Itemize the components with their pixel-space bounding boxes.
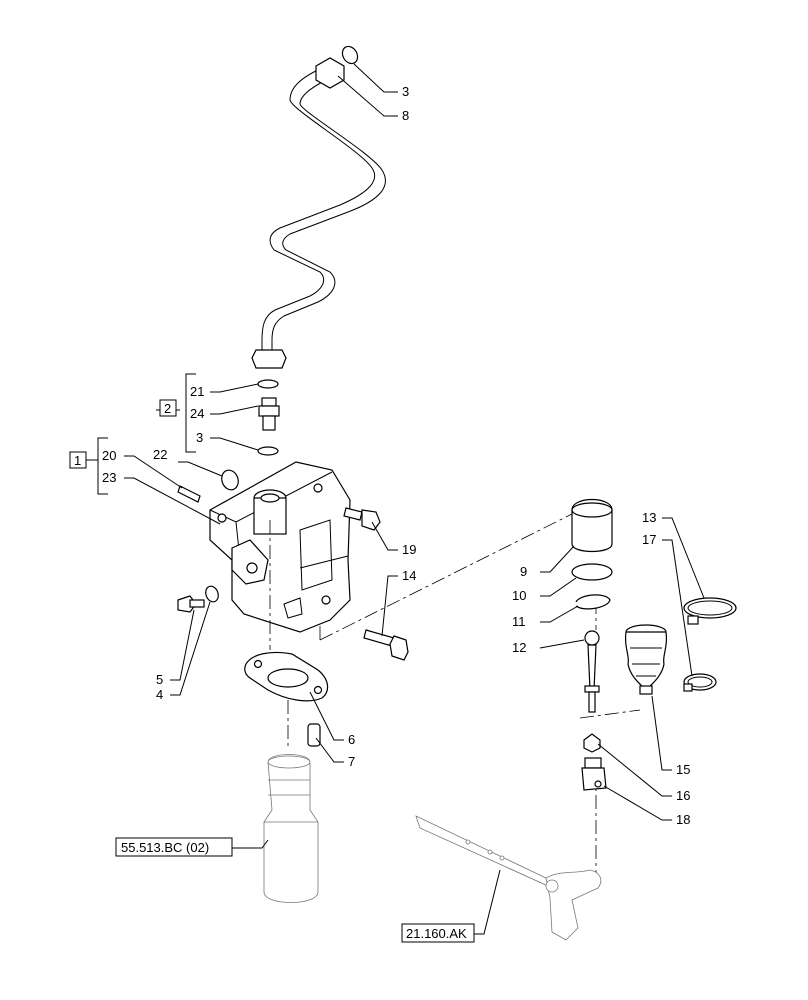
hose-clamp-13 (683, 597, 737, 625)
callout-22: 22 (153, 447, 167, 462)
ball-stud-12 (584, 630, 600, 713)
rubber-boot-15 (624, 624, 668, 695)
filter-cup-9 (571, 499, 613, 553)
o-ring-3-top (341, 45, 359, 65)
ref-label-lever[interactable]: 21.160.AK (406, 926, 467, 941)
screw-5 (177, 595, 205, 613)
group-box-1 (69, 451, 87, 469)
callout-9: 9 (520, 564, 527, 579)
o-ring-21 (257, 379, 279, 389)
hose-clamp-17 (683, 673, 717, 692)
callout-6: 6 (348, 732, 355, 747)
callout-4: 4 (156, 687, 163, 702)
group-label-1: 1 (74, 453, 81, 468)
callout-18: 18 (676, 812, 690, 827)
ref-label-cylinder[interactable]: 55.513.BC (02) (121, 840, 209, 855)
callout-5: 5 (156, 672, 163, 687)
gasket-6 (244, 651, 329, 702)
callout-19: 19 (402, 542, 416, 557)
clevis-18 (581, 757, 607, 791)
tappet-7 (307, 723, 321, 747)
callout-15: 15 (676, 762, 690, 777)
callout-7: 7 (348, 754, 355, 769)
ref-box-cylinder[interactable] (115, 837, 233, 857)
ref-box-lever[interactable] (401, 923, 475, 943)
group-box-2 (159, 399, 177, 417)
group-label-2: 2 (164, 401, 171, 416)
callout-3-top: 3 (402, 84, 409, 99)
callout-14: 14 (402, 568, 416, 583)
screw-14 (363, 629, 409, 661)
callout-20: 20 (102, 448, 116, 463)
stud-20 (177, 485, 201, 503)
callout-10: 10 (512, 588, 526, 603)
callout-21: 21 (190, 384, 204, 399)
callout-16: 16 (676, 788, 690, 803)
callout-13: 13 (642, 510, 656, 525)
callout-8: 8 (402, 108, 409, 123)
callout-12: 12 (512, 640, 526, 655)
o-ring-4 (205, 585, 219, 603)
lift-pump-body (209, 461, 351, 633)
engine-cylinder-ghost (263, 754, 319, 903)
callout-11: 11 (512, 614, 526, 629)
screw-19 (343, 507, 381, 531)
lever-ghost (415, 815, 602, 941)
nut-16 (583, 733, 601, 753)
o-ring-22 (221, 469, 239, 491)
seal-ring-10 (571, 563, 613, 581)
o-ring-3 (257, 446, 279, 456)
callout-17: 17 (642, 532, 656, 547)
banjo-fitting-24 (258, 397, 280, 431)
circlip-11 (575, 594, 611, 610)
callout-3: 3 (196, 430, 203, 445)
callout-23: 23 (102, 470, 116, 485)
callout-24: 24 (190, 406, 204, 421)
fuel-pipe (251, 57, 386, 369)
